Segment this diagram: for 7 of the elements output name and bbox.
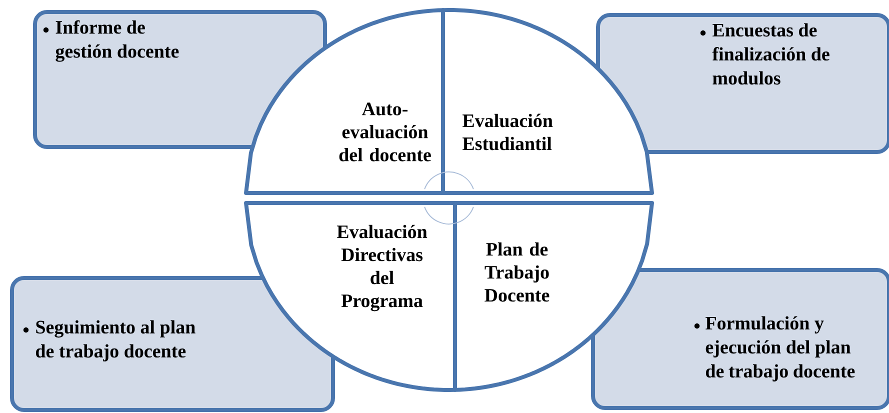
circle-quadrant: Evaluación Estudiantil [441,8,654,195]
circle-quadrant: Evaluación Directivas del Programa [244,201,457,392]
text-box: Encuestas de finalización de modulos [596,13,889,154]
circle-quadrant: Auto- evaluación del docente [244,8,445,195]
text-box: Formulación y ejecución del plan de trabajo docente [591,268,889,410]
text-box: Seguimiento al plan de trabajo docente [10,276,335,412]
circle-quadrant: Plan de Trabajo Docente [453,201,654,392]
